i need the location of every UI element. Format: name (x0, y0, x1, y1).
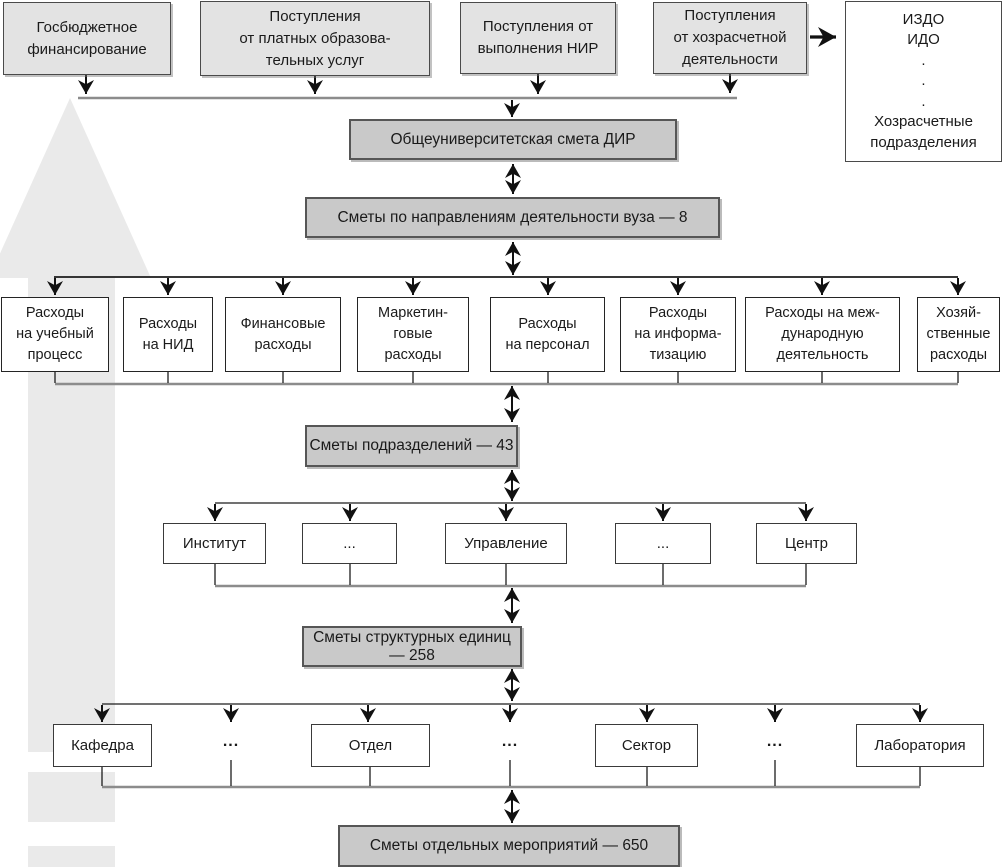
expense-box-informatization: Расходы на информа- тизацию (620, 297, 736, 372)
level-box-event-budgets: Сметы отдельных мероприятий — 650 (338, 825, 680, 867)
stub-lines (54, 372, 959, 786)
bus-lines (55, 96, 958, 789)
expense-box-research: Расходы на НИД (123, 297, 213, 372)
unit-ellipsis-3: ... (766, 733, 784, 750)
expense-box-education: Расходы на учебный процесс (1, 297, 109, 372)
expense-box-personnel: Расходы на персонал (490, 297, 605, 372)
level-box-university-budget: Общеуниверситетская смета ДИР (349, 119, 677, 160)
self-financed-units-box: ИЗДО ИДО . . . Хозрасчетные подразделени… (845, 1, 1002, 162)
expense-box-international: Расходы на меж- дународную деятельность (745, 297, 900, 372)
source-box-paid-education: Поступления от платных образова- тельных… (200, 1, 430, 76)
division-box-ellipsis-1: ... (302, 523, 397, 564)
level-box-activity-budgets: Сметы по направлениям деятельности вуза … (305, 197, 720, 238)
unit-box-laboratory: Лаборатория (856, 724, 984, 767)
source-box-research: Поступления от выполнения НИР (460, 2, 616, 74)
unit-ellipsis-2: ... (501, 733, 519, 750)
division-box-ellipsis-2: ... (615, 523, 711, 564)
division-box-administration: Управление (445, 523, 567, 564)
source-box-self-financing: Поступления от хозрасчетной деятельности (653, 2, 807, 74)
level-box-division-budgets: Сметы подразделений — 43 (305, 425, 518, 467)
branch-lines (54, 276, 958, 705)
source-box-state-budget: Госбюджетное финансирование (3, 2, 171, 75)
division-box-institute: Институт (163, 523, 266, 564)
unit-box-otdel: Отдел (311, 724, 430, 767)
unit-box-department: Кафедра (53, 724, 152, 767)
down-arrows (47, 73, 966, 722)
level-box-structural-unit-budgets: Сметы структурных единиц — 258 (302, 626, 522, 667)
double-arrows (504, 164, 521, 823)
expense-box-finance: Финансовые расходы (225, 297, 341, 372)
expense-box-marketing: Маркетин- говые расходы (357, 297, 469, 372)
division-box-center: Центр (756, 523, 857, 564)
expense-box-household: Хозяй- ственные расходы (917, 297, 1000, 372)
unit-box-sector: Сектор (595, 724, 698, 767)
unit-ellipsis-1: ... (222, 733, 240, 750)
